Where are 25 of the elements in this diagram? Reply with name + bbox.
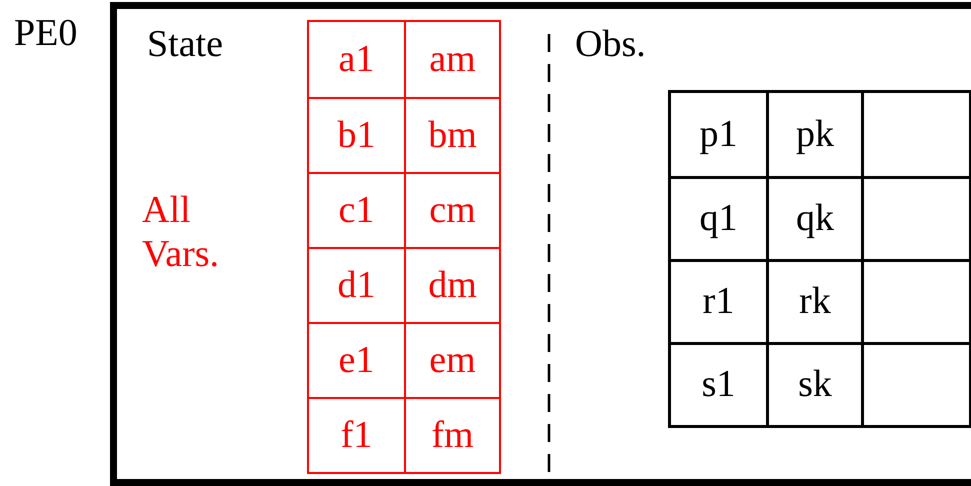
table-cell-text: r1 [702,280,734,324]
table-cell-text: b1 [337,114,376,158]
panel-heading: All Vars. [142,189,220,276]
table-cell-text: qk [796,197,834,241]
table-cell-text: c1 [338,188,374,232]
table-cell-text: bm [428,114,477,158]
table-cell-text: fm [431,414,474,458]
table-cell-text: e1 [338,338,374,382]
panel-caption: PE0 [14,12,78,56]
table-cell-text: d1 [337,264,376,308]
table-cell-text: f1 [340,414,372,458]
table-cell-text: a1 [338,38,374,82]
panel-heading: State [147,23,223,67]
table-cell-text: cm [429,188,476,232]
table-cell-text: rk [799,280,831,324]
panel-heading: Obs. [575,23,646,67]
table-cell-text: s1 [702,363,736,407]
table-cell-text: p1 [700,112,738,156]
table-cell-text: sk [798,363,832,407]
table-cell-text: pk [796,112,834,156]
table-cell-text: am [429,38,476,82]
table-cell-text: em [429,338,476,382]
table-cell-text: q1 [700,197,738,241]
table-cell-text: dm [428,264,477,308]
panel-frame [110,2,971,486]
